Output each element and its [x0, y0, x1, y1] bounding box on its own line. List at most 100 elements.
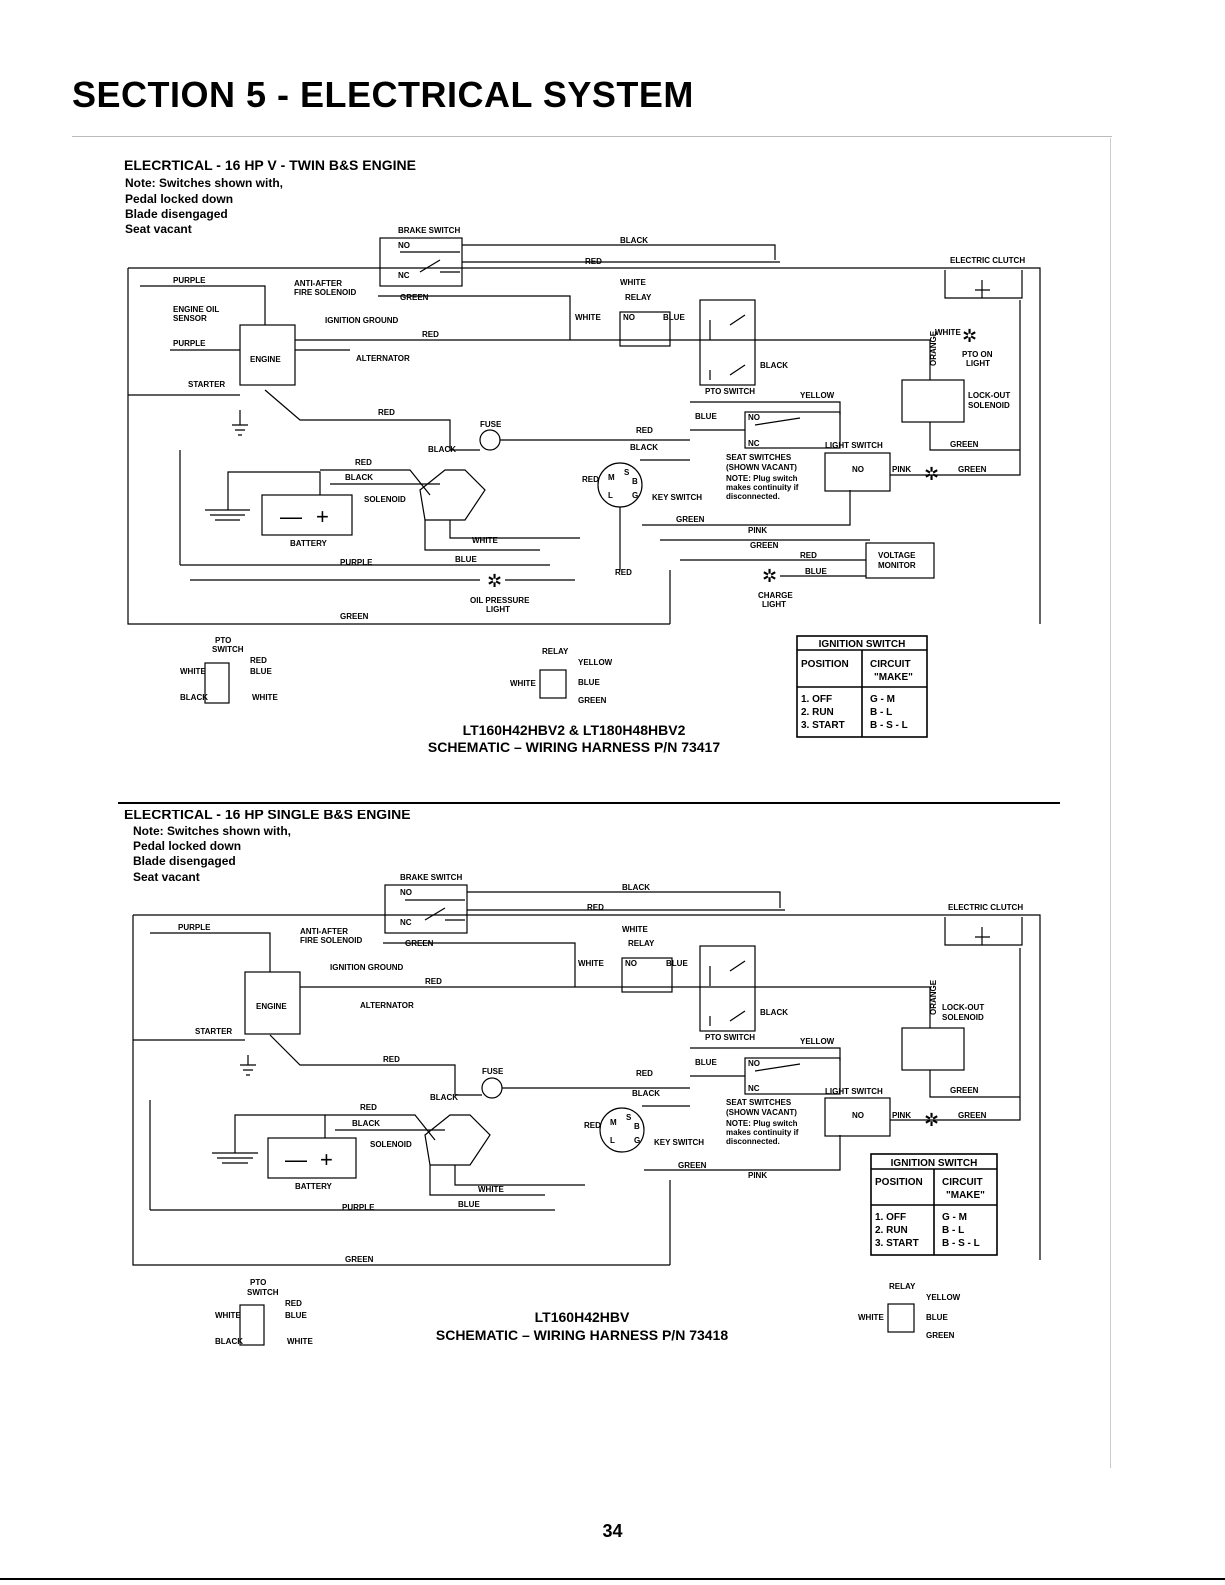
- wire-label: (SHOWN VACANT): [726, 1108, 797, 1117]
- bottom-divider: [0, 1578, 1225, 1580]
- brake-switch-box: [379, 237, 463, 287]
- wire-label: RED: [584, 1121, 601, 1130]
- wire-label: WHITE: [620, 278, 646, 287]
- diagram-heading: ELECRTICAL - 16 HP V - TWIN B&S ENGINE: [124, 157, 416, 173]
- wire-label: RELAY: [628, 939, 655, 948]
- wire-label: RED: [383, 1055, 400, 1064]
- section-title: SECTION 5 - ELECTRICAL SYSTEM: [72, 74, 694, 115]
- wire-label: ANTI-AFTER: [300, 927, 348, 936]
- wire-label: 2. RUN: [875, 1225, 908, 1236]
- wire-label: POSITION: [801, 659, 849, 670]
- oil-pressure-light-icon: ✲: [487, 571, 502, 591]
- wire-label: FIRE SOLENOID: [294, 288, 356, 297]
- right-margin-line: [1110, 138, 1111, 1468]
- pto-on-light-icon: ✲: [962, 326, 977, 346]
- wire-label: BRAKE SWITCH: [400, 873, 462, 882]
- wire-label: SOLENOID: [968, 401, 1010, 410]
- clutch-wires: [860, 986, 1020, 1098]
- wire-label: WHITE: [180, 667, 206, 676]
- wire-label: BATTERY: [295, 1182, 333, 1191]
- brake-switch-contact: [400, 251, 460, 273]
- wire-label: GREEN: [958, 465, 987, 474]
- wire-label: B - S - L: [942, 1238, 980, 1249]
- wire-label: WHITE: [472, 536, 498, 545]
- engine-block: [239, 324, 296, 386]
- wire-label: RELAY: [889, 1282, 916, 1291]
- wire-label: BLUE: [285, 1311, 307, 1320]
- key-wires: [565, 1087, 841, 1171]
- light-bulb-icon: ✲: [924, 464, 939, 484]
- wire-label: IGNITION SWITCH: [819, 639, 906, 650]
- wire-label: NOTE: Plug switch: [726, 474, 798, 483]
- wire-label: G - M: [870, 694, 895, 705]
- wire-label: BLUE: [695, 1058, 717, 1067]
- wire-label: SOLENOID: [370, 1140, 412, 1149]
- wire-label: IGNITION GROUND: [325, 316, 399, 325]
- wire-label: "MAKE": [874, 672, 913, 683]
- wire-label: SWITCH: [212, 645, 244, 654]
- pto-switch-contacts: [709, 314, 746, 380]
- wire-label: WHITE: [858, 1313, 884, 1322]
- wire-label: GREEN: [950, 440, 979, 449]
- wire-label: RED: [355, 458, 372, 467]
- wire-label: B - L: [942, 1225, 964, 1236]
- wire-label: G: [632, 491, 638, 500]
- battery-box: [267, 1137, 357, 1179]
- wire-label: WHITE: [215, 1311, 241, 1320]
- wire-label: BLACK: [632, 1089, 660, 1098]
- pto-switch-contacts: [709, 960, 746, 1026]
- wire-label: 1. OFF: [875, 1212, 906, 1223]
- diagram-divider: [118, 802, 1060, 804]
- wire-label: CIRCUIT: [942, 1177, 983, 1188]
- pto-switch-inset: [239, 1304, 265, 1346]
- wire-label: STARTER: [188, 380, 225, 389]
- wire-label: PURPLE: [342, 1203, 375, 1212]
- wire-label: BLUE: [458, 1200, 480, 1209]
- wire-label: BLACK: [430, 1093, 458, 1102]
- harness-outline: [127, 267, 1041, 625]
- lockout-solenoid-box: [901, 1027, 965, 1071]
- lockout-solenoid-box: [901, 379, 965, 423]
- relay-box: [619, 311, 671, 347]
- wire-label: NC: [748, 439, 760, 448]
- schematic-line: SCHEMATIC – WIRING HARNESS P/N 73417: [428, 739, 720, 755]
- wire-label: ENGINE OIL: [173, 305, 219, 314]
- wire-label: SOLENOID: [364, 495, 406, 504]
- wire-label: NC: [748, 1084, 760, 1093]
- wire-label: LIGHT SWITCH: [825, 1087, 883, 1096]
- brake-switch-box: [384, 884, 468, 934]
- seat-switch-wires: [690, 401, 841, 431]
- wire-label: NO: [400, 888, 412, 897]
- wire-label: BLUE: [926, 1313, 948, 1322]
- wire-label: WHITE: [622, 925, 648, 934]
- wire-label: POSITION: [875, 1177, 923, 1188]
- wire-label: B: [632, 477, 638, 486]
- note-line: Blade disengaged: [133, 854, 236, 868]
- wire-label: STARTER: [195, 1027, 232, 1036]
- wire-label: PTO SWITCH: [705, 387, 755, 396]
- seat-wires: [690, 1047, 841, 1077]
- wire-label: NO: [852, 465, 864, 474]
- wire-label: ELECTRIC CLUTCH: [950, 256, 1025, 265]
- wire-label: GREEN: [400, 293, 429, 302]
- wire-label: L: [608, 491, 613, 500]
- top-divider: [72, 136, 1112, 137]
- wire-label: ELECTRIC CLUTCH: [948, 903, 1023, 912]
- wiring-diagram-v-twin: ELECRTICAL - 16 HP V - TWIN B&S ENGINE N…: [124, 157, 1041, 755]
- wire-label: GREEN: [926, 1331, 955, 1340]
- wire-label: RED: [615, 568, 632, 577]
- wire-label: IGNITION GROUND: [330, 963, 404, 972]
- svg-text:—: —: [280, 504, 302, 529]
- pto-switch-box: [699, 945, 756, 1032]
- wire-label: BLACK: [428, 445, 456, 454]
- wire-label: BLUE: [805, 567, 827, 576]
- wire-label: GREEN: [750, 541, 779, 550]
- wire-label: WHITE: [252, 693, 278, 702]
- wire-label: PURPLE: [173, 339, 206, 348]
- wire-label: SEAT SWITCHES: [726, 453, 792, 462]
- engine-label: ENGINE: [250, 355, 281, 364]
- wire-label: makes continuity if: [726, 483, 799, 492]
- wire-label: BLUE: [663, 313, 685, 322]
- wire-label: M: [610, 1118, 617, 1127]
- battery-ground: [205, 471, 321, 521]
